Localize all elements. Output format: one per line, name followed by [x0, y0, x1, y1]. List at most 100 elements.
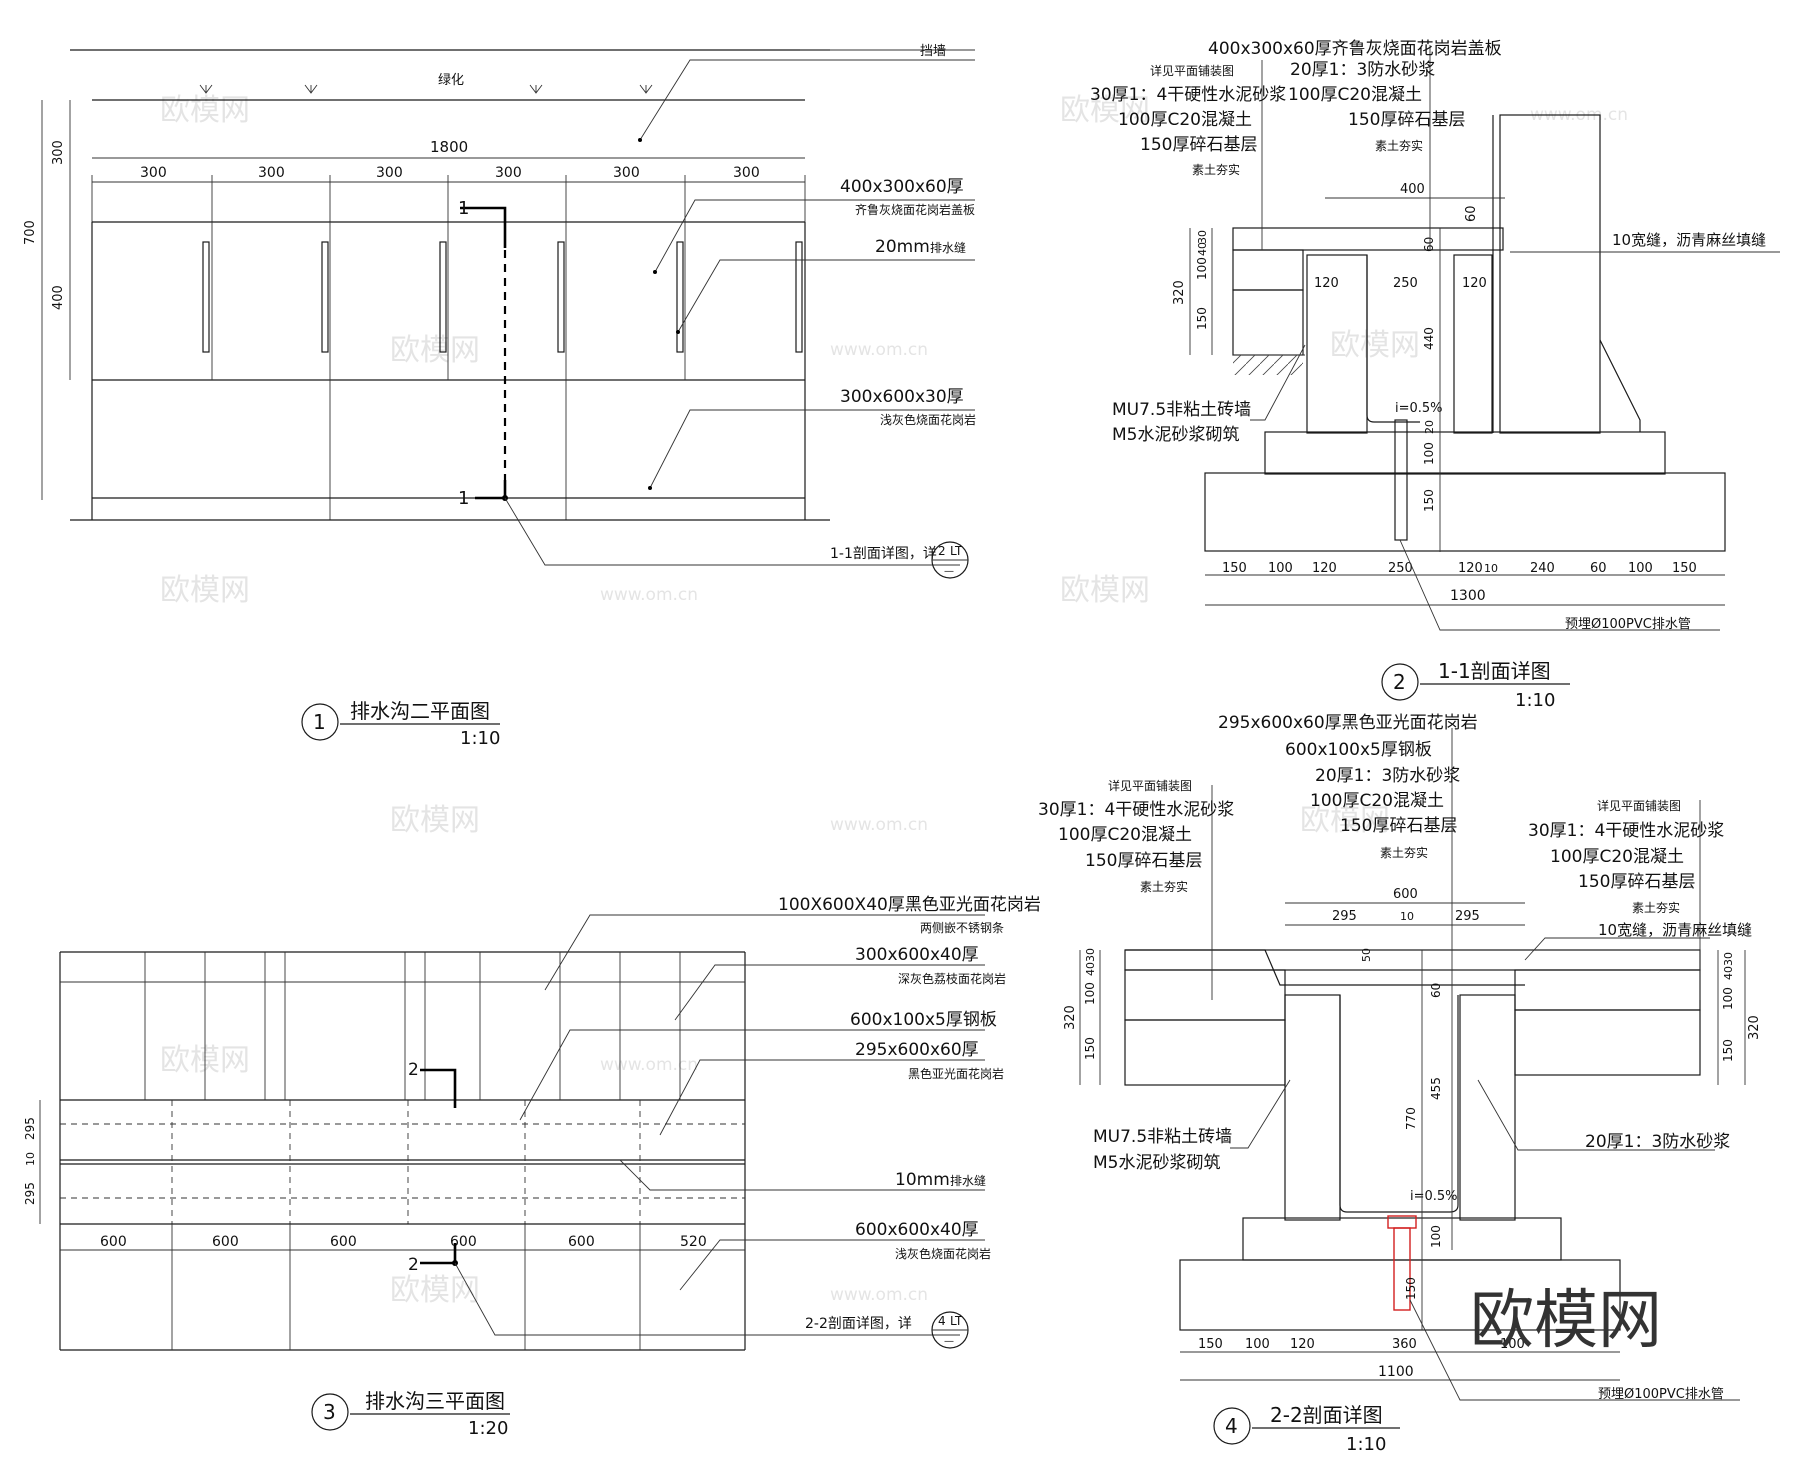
paving-desc: 浅灰色烧面花岗岩 [880, 412, 976, 427]
pipe-label: 预埋Ø100PVC排水管 [1565, 617, 1691, 632]
dim-left: 100 [1195, 257, 1209, 280]
side-dim: 295 [23, 1117, 37, 1140]
watermark: 欧模网 [160, 93, 250, 128]
dim: 600 [330, 1234, 357, 1250]
dim-bottom: 250 [1388, 561, 1413, 576]
dim-side: 320 [1063, 1005, 1078, 1030]
dim-bottom: 150 [1672, 561, 1697, 576]
label-spec: 600x600x40厚 [855, 1220, 979, 1240]
layer-label: 30厚1：4干硬性水泥砂浆 [1090, 85, 1286, 105]
layer-label: 100厚C20混凝土 [1550, 847, 1684, 867]
watermark: 欧模网 [1330, 328, 1420, 363]
label-desc: 两侧嵌不锈钢条 [920, 921, 1004, 935]
gap-label: 10宽缝，沥青麻丝填缝 [1598, 921, 1752, 939]
layer-label: 150厚碎石基层 [1578, 872, 1695, 892]
dim-bottom: 150 [1222, 561, 1247, 576]
layer-label: 素土夯实 [1380, 845, 1428, 860]
watermark-url: www.om.cn [830, 340, 928, 360]
watermark: 欧模网 [390, 803, 480, 838]
dim-total: 1100 [1378, 1364, 1414, 1380]
section-ref: 1-1剖面详图，详 [830, 546, 937, 562]
dim-mid: 20 [1423, 420, 1436, 434]
watermark-layer: 欧模网 欧模网 www.om.cn 欧模网 www.om.cn 欧模网 www.… [160, 93, 1628, 1308]
slope-label: i=0.5% [1410, 1189, 1458, 1204]
dim-mid: 455 [1429, 1077, 1443, 1100]
drawing-scale: 1:10 [1515, 690, 1555, 711]
wall-label: 挡墙 [920, 44, 946, 59]
dim-mid: 150 [1404, 1277, 1418, 1300]
label-desc: 浅灰色烧面花岗岩 [895, 1246, 991, 1261]
plan-1-drainage-ditch-two: 挡墙 绿化 1800 300 300 300 300 300 300 300 7… [23, 44, 976, 749]
dim-inner: 120 [1314, 276, 1339, 291]
dim-side: 150 [1083, 1037, 1097, 1060]
dim: 520 [680, 1234, 707, 1250]
layer-label: 600x100x5厚钢板 [1285, 740, 1432, 760]
ref-code: LT [950, 544, 963, 558]
dim-left: 320 [1172, 280, 1187, 305]
watermark: 欧模网 [160, 573, 250, 608]
layer-label: 详见平面铺装图 [1150, 63, 1234, 78]
section-mark: 2 [408, 1255, 419, 1275]
dim-bottom: 10 [1484, 562, 1498, 575]
layer-label: 100厚C20混凝土 [1058, 825, 1192, 845]
layer-label: 150厚碎石基层 [1340, 816, 1457, 836]
watermark-url: www.om.cn [830, 815, 928, 835]
section-1-1-detail: i=0.5% 400 60 120 250 120 320 30 40 100 … [1090, 39, 1780, 711]
layer-label: 素土夯实 [1192, 162, 1240, 177]
watermark-url: www.om.cn [600, 1055, 698, 1075]
seg-dim: 300 [258, 165, 285, 181]
layer-label: 详见平面铺装图 [1597, 798, 1681, 813]
layer-label: 150厚碎石基层 [1140, 135, 1257, 155]
layer-label: 素土夯实 [1140, 879, 1188, 894]
dim-bottom: 100 [1628, 561, 1653, 576]
layer-label: 详见平面铺装图 [1108, 778, 1192, 793]
dim-side: 150 [1721, 1039, 1735, 1062]
side-dim: 300 [51, 140, 66, 165]
dim-top: 295 [1455, 909, 1480, 924]
drawing-scale: 1:10 [1346, 1434, 1386, 1455]
seg-dim: 300 [613, 165, 640, 181]
layer-label: 素土夯实 [1632, 900, 1680, 915]
dim-bottom: 100 [1245, 1337, 1270, 1352]
dim-top: 60 [1464, 205, 1479, 222]
dim-mid: 60 [1429, 983, 1443, 998]
wall-label: MU7.5非粘土砖墙 [1093, 1127, 1232, 1147]
dim-side: 40 [1722, 966, 1735, 980]
ref-code: LT [950, 1314, 963, 1328]
dim: 600 [212, 1234, 239, 1250]
dim-side: 320 [1747, 1015, 1762, 1040]
waterproof-label: 20厚1：3防水砂浆 [1585, 1132, 1730, 1152]
label-desc: 排水缝 [950, 1173, 986, 1188]
dim-mid: 100 [1422, 442, 1436, 465]
watermark: 欧模网 [390, 1273, 480, 1308]
seg-dim: 300 [140, 165, 167, 181]
gap-label: 10宽缝，沥青麻丝填缝 [1612, 231, 1766, 249]
dim-mid: 100 [1429, 1225, 1443, 1248]
wall-label: MU7.5非粘土砖墙 [1112, 400, 1251, 420]
dim: 600 [450, 1234, 477, 1250]
side-dim: 400 [51, 285, 66, 310]
side-dim: 295 [23, 1182, 37, 1205]
label-desc: 深灰色荔枝面花岗岩 [898, 971, 1006, 986]
mortar-label: M5水泥砂浆砌筑 [1093, 1153, 1220, 1173]
section-ref: 2-2剖面详图，详 [805, 1316, 912, 1332]
dim-bottom: 240 [1530, 561, 1555, 576]
section-mark: 2 [408, 1060, 419, 1080]
seg-dim: 300 [733, 165, 760, 181]
dim-mid: 50 [1360, 948, 1373, 962]
label-spec: 10mm [895, 1170, 950, 1190]
cover-desc: 齐鲁灰烧面花岗岩盖板 [855, 202, 975, 217]
dim-total: 1300 [1450, 588, 1486, 604]
drawing-title: 排水沟二平面图 [350, 699, 490, 723]
mortar-label: M5水泥砂浆砌筑 [1112, 425, 1239, 445]
dim-bottom: 360 [1392, 1337, 1417, 1352]
plan-3-drainage-ditch-three: 600 600 600 600 600 520 295 10 295 2 2 1… [23, 895, 1041, 1439]
layer-label: 100厚C20混凝土 [1118, 110, 1252, 130]
dim-inner: 120 [1462, 276, 1487, 291]
ref-top: 4 [938, 1314, 946, 1328]
drawing-scale: 1:10 [460, 728, 500, 749]
dim-bottom: 60 [1590, 561, 1607, 576]
dim-bottom: 100 [1500, 1337, 1525, 1352]
title-num: 1 [313, 710, 326, 734]
seg-dim: 300 [495, 165, 522, 181]
